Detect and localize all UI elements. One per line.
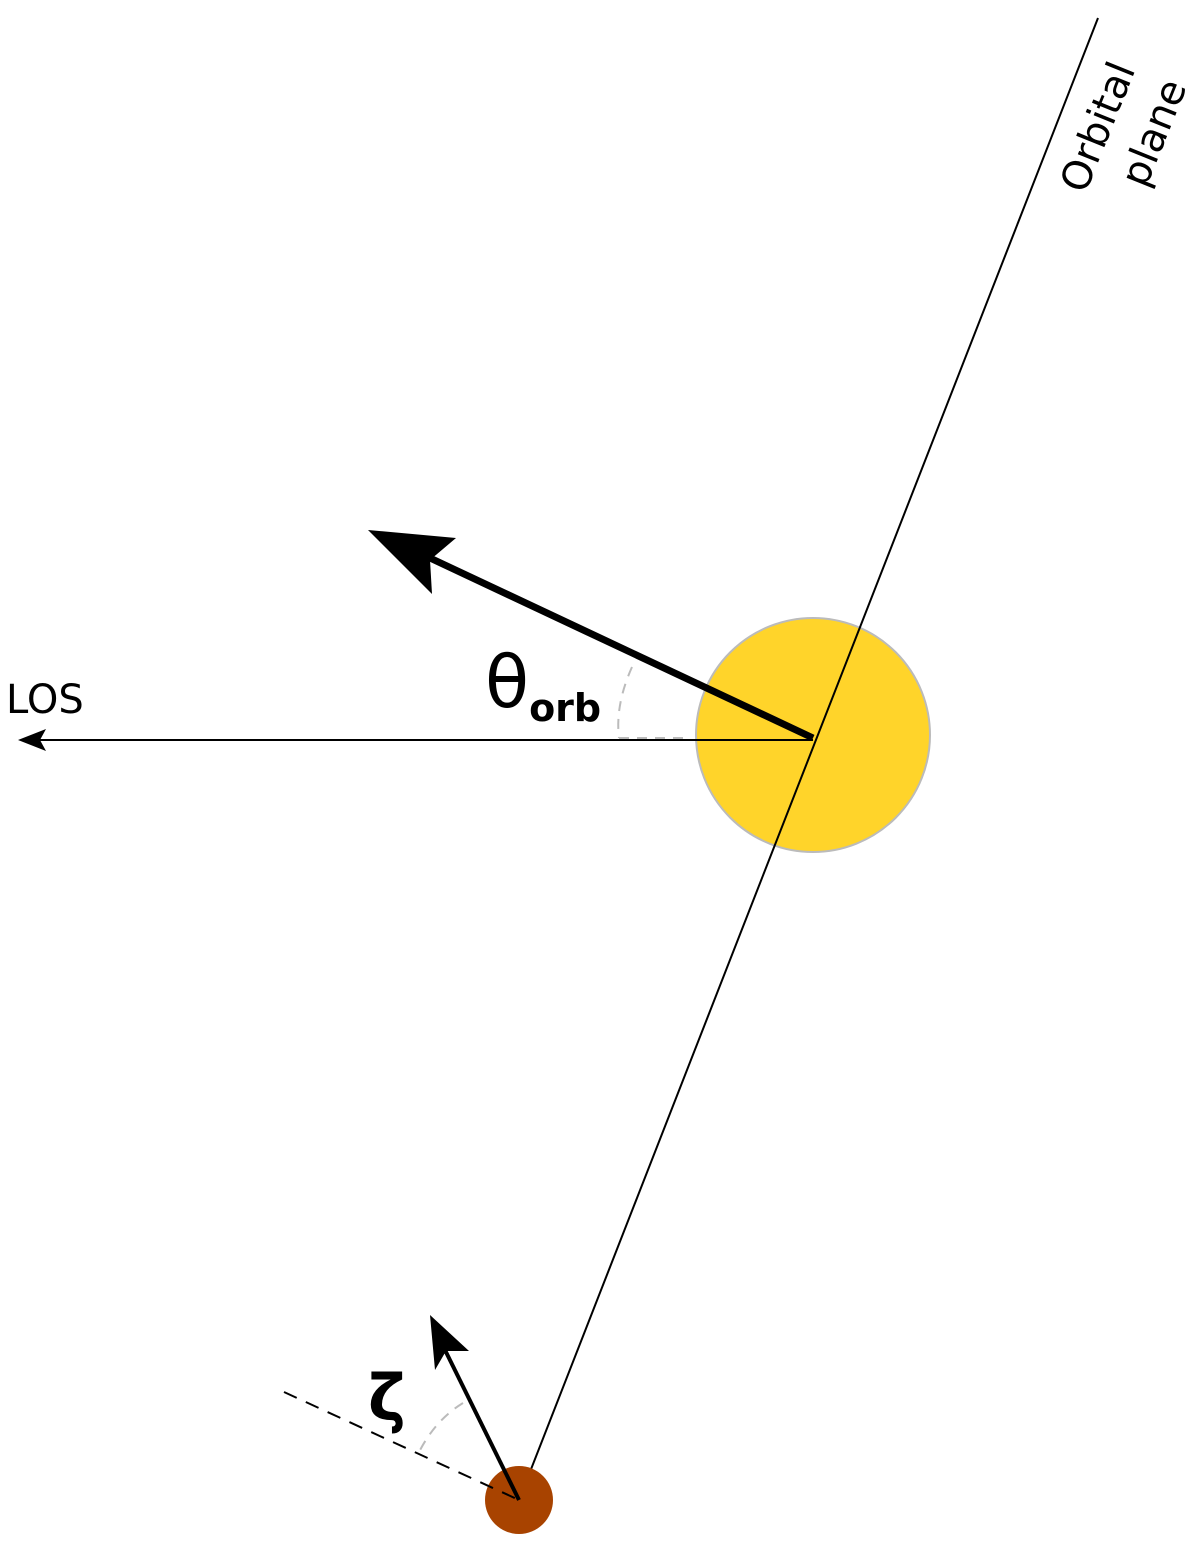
zeta-angle-arc [417,1402,464,1455]
theta-orb-label: θorb [485,640,601,730]
los-label: LOS [6,677,84,723]
orbital-direction-arrow-line [428,554,815,742]
orbital-direction-arrowhead-icon [368,530,456,594]
theta-angle-arc [617,666,633,739]
zeta-label: ζ [368,1362,406,1436]
los-arrowhead-icon [18,729,46,751]
planet-axis-arrow-line [443,1349,521,1501]
orbital-plane-label: Orbital plane [1052,56,1197,199]
theta-symbol: θ [485,640,529,724]
orbital-plane-line [518,17,1099,1501]
planet-reference-dashed-line [283,1391,520,1501]
planet-axis-arrowhead-icon [430,1315,469,1370]
theta-subscript: orb [529,686,601,730]
